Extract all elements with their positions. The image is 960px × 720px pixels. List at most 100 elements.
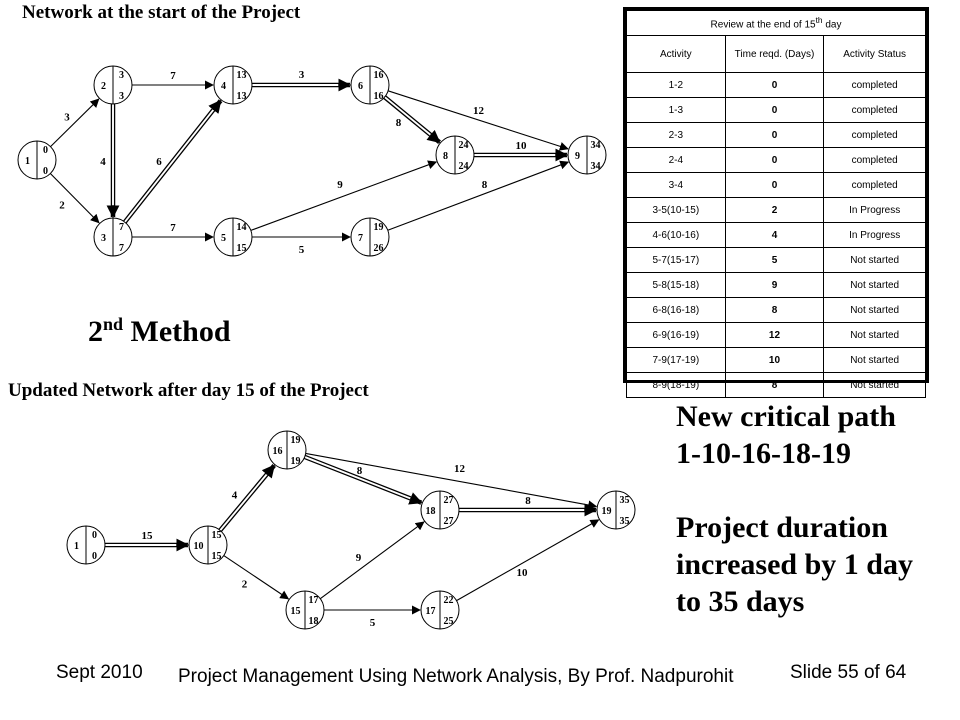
duration-line-1: Project duration <box>676 511 888 544</box>
edge-duration-label: 2 <box>242 579 248 591</box>
edge-line <box>305 452 598 510</box>
edge-duration-label: 4 <box>232 490 238 502</box>
method-heading: 2nd Method <box>88 314 231 349</box>
node-id-label: 3 <box>101 233 106 244</box>
network-node: 100 <box>66 525 106 565</box>
method-ordinal: nd <box>103 314 124 334</box>
footer-slide-number: Slide 55 of 64 <box>790 662 907 683</box>
node-id-label: 6 <box>358 81 363 92</box>
node-latest-time: 35 <box>620 516 630 527</box>
node-earliest-time: 3 <box>119 70 124 81</box>
edge-duration-label: 7 <box>170 70 176 82</box>
node-latest-time: 19 <box>291 456 301 467</box>
node-earliest-time: 19 <box>374 222 384 233</box>
method-number: 2 <box>88 315 103 348</box>
node-latest-time: 24 <box>459 161 469 172</box>
summary-spacer <box>676 472 913 509</box>
time-cell: 0 <box>724 72 825 98</box>
column-header-status: Activity Status <box>823 35 926 73</box>
status-cell: completed <box>823 72 926 98</box>
node-earliest-time: 15 <box>212 530 222 541</box>
footer-date: Sept 2010 <box>56 662 143 683</box>
node-latest-time: 27 <box>444 516 454 527</box>
critical-edge-line <box>385 95 441 142</box>
summary-block: New critical path 1-10-16-18-19 Project … <box>676 398 913 620</box>
edge-duration-label: 8 <box>357 465 363 477</box>
duration-line-3: to 35 days <box>676 585 805 618</box>
node-id-label: 5 <box>221 233 226 244</box>
critical-path-label: New critical path <box>676 400 896 433</box>
review-table: Review at the end of 15th day Activity T… <box>623 7 929 398</box>
edge-line <box>456 519 600 602</box>
node-earliest-time: 13 <box>237 70 247 81</box>
edge-duration-label: 8 <box>396 117 402 129</box>
critical-edge-arrowhead <box>426 129 441 144</box>
edge-duration-label: 5 <box>299 244 305 256</box>
edge-line <box>250 160 438 231</box>
network-node: 100 <box>17 140 57 180</box>
start-network-title: Network at the start of the Project <box>22 2 301 23</box>
critical-edge-line <box>218 463 274 530</box>
node-latest-time: 16 <box>374 91 384 102</box>
edge-duration-label: 6 <box>156 156 162 168</box>
node-earliest-time: 7 <box>119 222 124 233</box>
node-id-label: 7 <box>358 233 363 244</box>
node-earliest-time: 0 <box>92 530 97 541</box>
node-earliest-time: 14 <box>237 222 247 233</box>
edge-line <box>50 98 100 148</box>
status-cell: Not started <box>823 372 926 398</box>
edge-line <box>319 521 425 600</box>
activity-cell: 6-8(16-18) <box>626 297 726 323</box>
critical-edge-line <box>303 457 422 505</box>
node-id-label: 4 <box>221 81 226 92</box>
edge-duration-label: 15 <box>142 530 154 542</box>
node-latest-time: 34 <box>591 161 601 172</box>
edge-duration-label: 9 <box>337 179 343 191</box>
edge-duration-label: 9 <box>356 552 362 564</box>
start-network: 3247673598128101002333774131351415616167… <box>17 65 607 257</box>
status-cell: completed <box>823 97 926 123</box>
edge-line <box>387 160 570 231</box>
node-id-label: 9 <box>575 151 580 162</box>
node-earliest-time: 19 <box>291 435 301 446</box>
node-latest-time: 7 <box>119 243 124 254</box>
node-earliest-time: 34 <box>591 140 601 151</box>
activity-cell: 3-4 <box>626 172 726 198</box>
edge-duration-label: 12 <box>454 463 466 475</box>
review-caption: Review at the end of 15th day <box>626 10 926 36</box>
node-id-label: 17 <box>426 606 436 617</box>
node-latest-time: 26 <box>374 243 384 254</box>
activity-cell: 8-9(18-19) <box>626 372 726 398</box>
node-id-label: 2 <box>101 81 106 92</box>
critical-edge-arrowhead <box>261 464 276 479</box>
node-latest-time: 25 <box>444 616 454 627</box>
edge-duration-label: 8 <box>525 495 531 507</box>
critical-edge-line <box>383 97 439 145</box>
status-cell: completed <box>823 147 926 173</box>
critical-edge-arrowhead <box>208 99 222 114</box>
node-earliest-time: 0 <box>43 145 48 156</box>
edge-duration-label: 10 <box>516 140 528 152</box>
node-earliest-time: 17 <box>309 595 319 606</box>
node-latest-time: 0 <box>43 166 48 177</box>
status-cell: Not started <box>823 347 926 373</box>
status-cell: In Progress <box>823 222 926 248</box>
edge-duration-label: 5 <box>370 617 376 629</box>
critical-edge-line <box>125 101 223 224</box>
